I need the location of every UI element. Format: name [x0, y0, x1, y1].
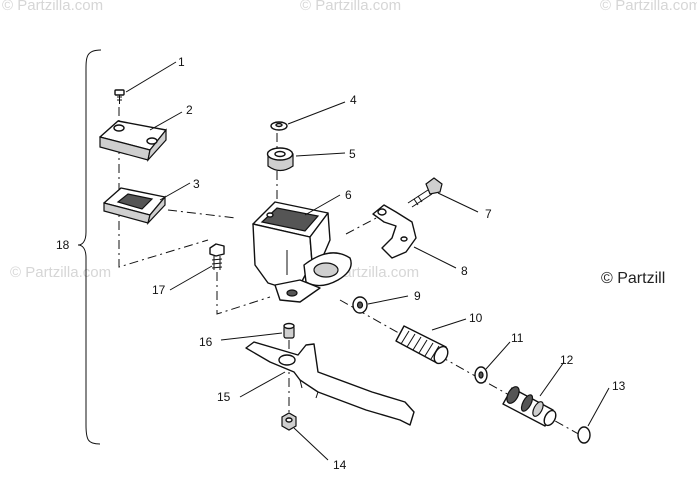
- watermark-top-left: © Partzilla.com: [2, 0, 103, 14]
- watermark-right-edge: © Partzill: [601, 270, 665, 287]
- callout-5: 5: [349, 147, 356, 161]
- callout-11: 11: [511, 331, 524, 345]
- callout-10: 10: [469, 311, 483, 325]
- callout-17: 17: [152, 283, 166, 297]
- callout-14: 14: [333, 458, 347, 472]
- part-13-o-ring: [577, 426, 591, 444]
- part-17-bolt: [209, 243, 225, 270]
- align-line-bolt: [216, 272, 271, 315]
- callout-8: 8: [461, 264, 468, 278]
- part-11-washer: [474, 366, 488, 384]
- callout-7: 7: [485, 207, 492, 221]
- assembly-brace: [77, 49, 102, 445]
- callout-15: 15: [217, 390, 231, 404]
- align-line-clamp: [345, 215, 381, 235]
- part-2-reservoir-cap: [99, 120, 167, 163]
- callout-4: 4: [350, 93, 357, 107]
- watermark-top-right: © Partzilla.com: [600, 0, 697, 14]
- callout-2: 2: [186, 103, 193, 117]
- align-line-cover: [167, 209, 237, 219]
- callout-9: 9: [414, 289, 421, 303]
- part-16-pivot-bushing: [283, 322, 295, 339]
- callout-12: 12: [560, 353, 574, 367]
- part-7-bolt: [407, 177, 443, 208]
- callout-16: 16: [199, 335, 213, 349]
- part-4-washer: [270, 121, 288, 131]
- part-8-clamp: [372, 204, 417, 259]
- callout-6: 6: [345, 188, 352, 202]
- align-line-cap: [118, 107, 209, 268]
- watermark-mid-left: © Partzilla.com: [10, 264, 111, 281]
- part-3-diaphragm: [103, 187, 166, 226]
- callout-13: 13: [612, 379, 626, 393]
- part-10-spring: [395, 325, 449, 365]
- part-9-washer: [352, 296, 368, 314]
- part-15-lever: [245, 341, 415, 426]
- leader-lines: [125, 61, 610, 461]
- callout-1: 1: [178, 55, 185, 69]
- callout-18: 18: [56, 238, 70, 252]
- part-6-master-cylinder: [252, 201, 352, 303]
- callout-3: 3: [193, 177, 200, 191]
- part-12-piston: [502, 386, 557, 427]
- part-5-bushing: [266, 147, 294, 172]
- part-14-nut: [281, 412, 297, 431]
- watermark-top-mid: © Partzilla.com: [300, 0, 401, 14]
- part-1-screw: [114, 89, 125, 104]
